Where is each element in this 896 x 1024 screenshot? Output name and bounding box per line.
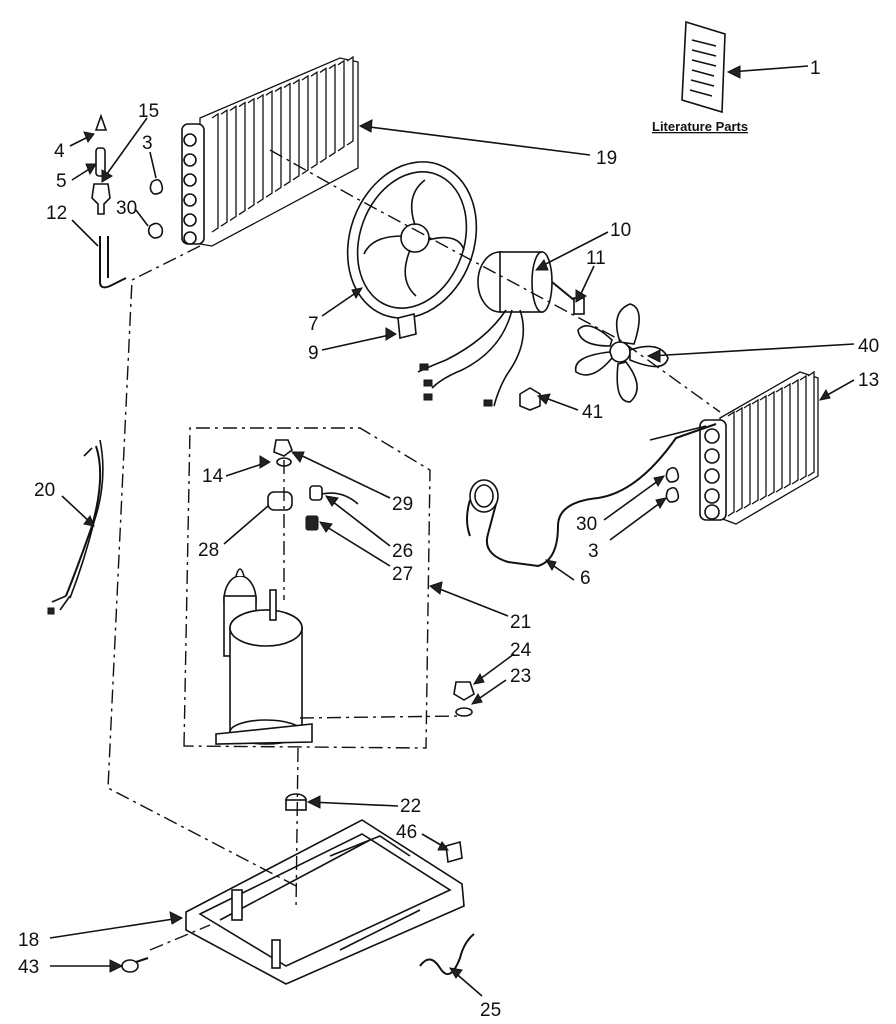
base-pan: [185, 819, 465, 985]
callout-41: 41: [582, 402, 603, 423]
callout-43: 43: [18, 957, 39, 978]
label-part-46: [445, 840, 463, 864]
callout-18: 18: [18, 930, 39, 951]
compressor: [215, 568, 313, 745]
callout-11: 11: [586, 248, 606, 269]
callout-7: 7: [308, 314, 319, 335]
clip-part-3-right: [665, 486, 680, 503]
callout-3: 3: [142, 133, 153, 154]
terminal-part-26: [309, 485, 359, 505]
condenser-coil: [181, 55, 359, 247]
callout-6: 6: [580, 568, 591, 589]
washer-part-23: [455, 707, 473, 717]
callout-19: 19: [596, 148, 617, 169]
bent-tube-part: [99, 236, 127, 289]
bracket-part-9: [397, 312, 417, 340]
callout-26: 26: [392, 541, 413, 562]
callout-29: 29: [392, 494, 413, 515]
wire-clip-part-25: [419, 933, 475, 976]
callout-40: 40: [858, 336, 879, 357]
clip-part-30: [147, 222, 164, 239]
grommet-part-28: [267, 491, 293, 511]
callout-21: 21: [510, 612, 531, 633]
callout-27: 27: [392, 564, 413, 585]
callout-13: 13: [858, 370, 879, 391]
clip-part-41: [519, 387, 541, 411]
nut-part-24: [453, 681, 475, 701]
callout-10: 10: [610, 220, 631, 241]
callout-12: 12: [46, 203, 67, 224]
cap-nut-part: [94, 113, 108, 131]
callout-15: 15: [138, 101, 159, 122]
terminal-part-27: [305, 515, 319, 531]
callout-25: 25: [480, 1000, 501, 1021]
callout-1: 1: [810, 58, 821, 79]
screw-part-43: [121, 957, 149, 973]
evaporator-coil: [699, 370, 819, 525]
callout-14: 14: [202, 466, 224, 487]
nut-part-14: [273, 439, 293, 467]
literature-booklet: [681, 20, 726, 114]
callout-46: 46: [396, 822, 417, 843]
mount-grommet-part-22: [285, 793, 307, 811]
wire-harness: [47, 439, 104, 615]
fan-motor: [417, 251, 585, 407]
callout-30: 30: [116, 198, 137, 219]
callout-30-right: 30: [576, 514, 597, 535]
callout-24: 24: [510, 640, 532, 661]
tube-connector-part: [91, 183, 111, 215]
fan-shroud: [346, 161, 478, 319]
clip-part-30-right: [665, 466, 680, 483]
capillary-tube: [466, 423, 717, 568]
literature-parts-caption: Literature Parts: [652, 119, 748, 134]
callout-5: 5: [56, 171, 67, 192]
clip-part-3: [149, 178, 164, 195]
callout-9: 9: [308, 343, 319, 364]
callout-20: 20: [34, 480, 55, 501]
tube-plug-part: [95, 147, 106, 177]
assembly-centerlines: [107, 149, 721, 951]
callout-numbers: 1 19 4 15 3 5 30 12 10 11 7 40 9 13 41 2…: [18, 58, 879, 1021]
callout-22: 22: [400, 796, 421, 817]
callout-4: 4: [54, 141, 65, 162]
leader-lines: [49, 65, 855, 997]
callout-3-right: 3: [588, 541, 599, 562]
callout-23: 23: [510, 666, 531, 687]
callout-28: 28: [198, 540, 219, 561]
